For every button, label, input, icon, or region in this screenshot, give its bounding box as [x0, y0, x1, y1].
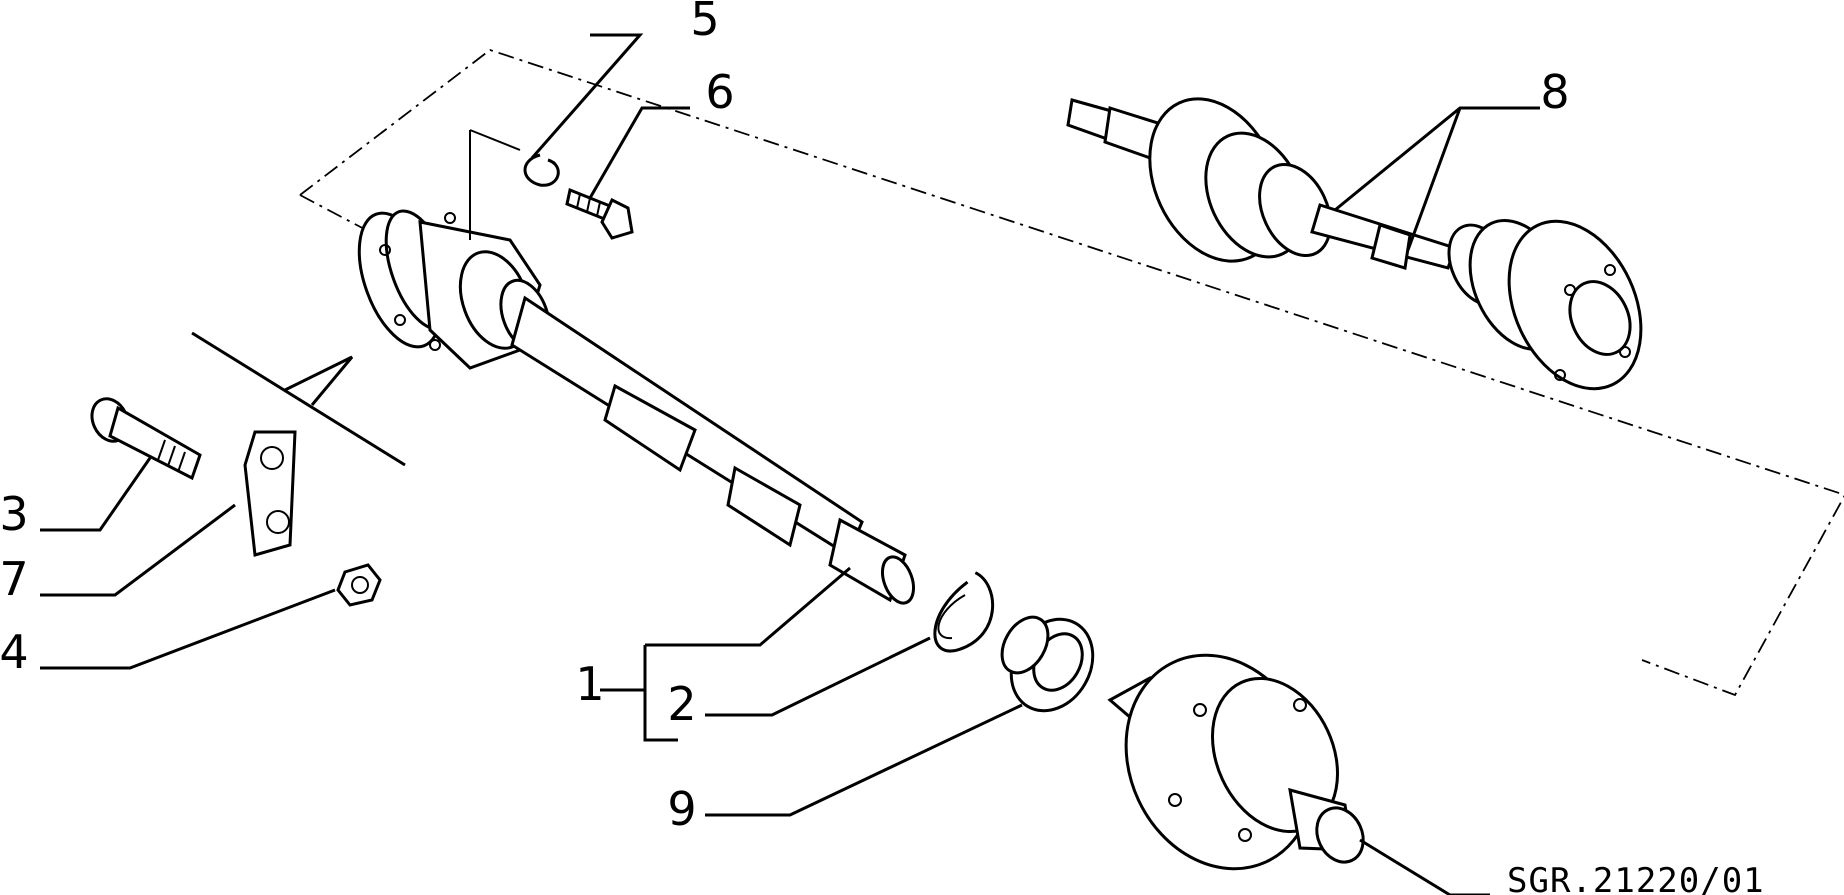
- part-6-screw: [565, 187, 634, 240]
- differential-housing: [1107, 653, 1365, 871]
- part-1-axle-shaft: [357, 129, 916, 605]
- part-9-seal-ring: [1000, 615, 1095, 713]
- figure-code: SGR.21220/01: [1507, 861, 1765, 895]
- callout-5: 5: [690, 0, 719, 46]
- assembly-boundary: [299, 48, 1844, 697]
- part-8-drive-shaft: [1066, 97, 1643, 391]
- part-7-plate: [243, 430, 297, 557]
- callout-2: 2: [667, 677, 696, 731]
- callout-4: 4: [0, 625, 29, 679]
- callout-6: 6: [705, 65, 734, 119]
- callout-3: 3: [0, 487, 29, 541]
- part-5-lock-washer: [523, 153, 560, 187]
- section-marker: [191, 331, 406, 467]
- part-4-nut: [336, 563, 382, 607]
- callout-8: 8: [1540, 65, 1569, 119]
- callout-9: 9: [667, 782, 696, 836]
- callout-7: 7: [0, 552, 29, 606]
- callout-1: 1: [575, 657, 604, 711]
- part-2-circlip: [933, 571, 995, 653]
- part-3-bolt: [90, 397, 202, 481]
- leader-lines: [40, 33, 1540, 895]
